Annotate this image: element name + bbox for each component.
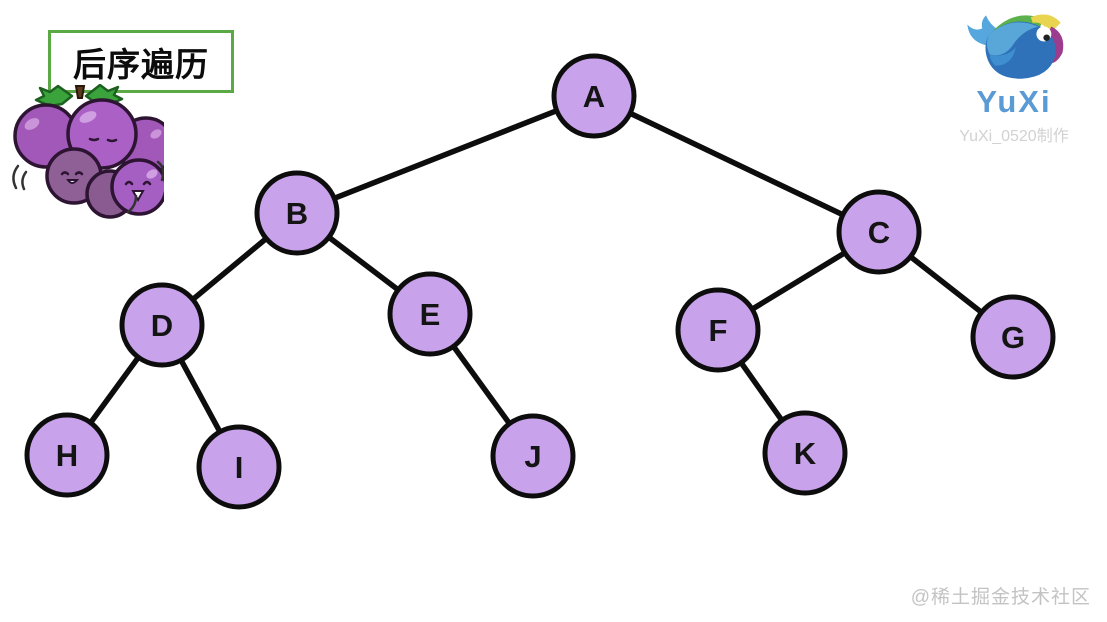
tree-node-label-H: H [56,438,78,473]
tree-node-K [762,410,848,496]
page-title: 后序遍历 [73,45,209,83]
grapes-illustration-icon [12,84,164,219]
logo-credit-text: YuXi_0520制作 [959,127,1069,145]
tree-node-D [119,282,205,368]
tree-node-J [490,413,576,499]
tree-node-A [551,53,637,139]
tree-node-label-G: G [1001,320,1025,355]
tree-node-label-I: I [235,450,244,485]
tree-node-C [836,189,922,275]
logo-block: YuXi YuXi_0520制作 [939,6,1089,146]
tree-node-label-A: A [583,79,605,114]
tree-node-label-J: J [524,439,541,474]
tree-node-B [254,170,340,256]
tree-node-H [24,412,110,498]
tree-node-label-K: K [794,436,817,471]
tree-node-E [387,271,473,357]
title-box: 后序遍历 [48,30,234,93]
tree-node-label-C: C [868,215,890,250]
tree-edge-A-B [294,93,597,216]
tree-node-label-D: D [151,308,173,343]
tree-node-label-E: E [420,297,441,332]
tree-node-F [675,287,761,373]
whale-logo-icon [967,14,1064,79]
tree-edge-A-C [591,93,882,235]
tree-node-I [196,424,282,510]
tree-node-label-F: F [709,313,728,348]
watermark-text: @稀土掘金技术社区 [910,587,1091,608]
tree-node-label-B: B [286,196,308,231]
logo-brand-text: YuXi [976,84,1052,119]
tree-node-G [970,294,1056,380]
